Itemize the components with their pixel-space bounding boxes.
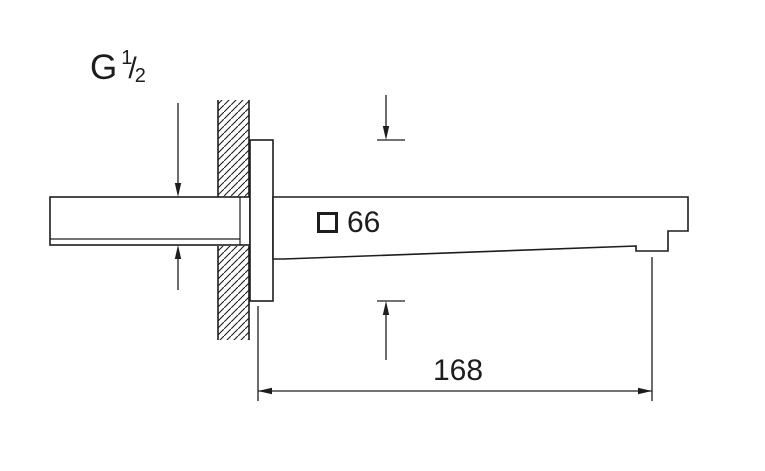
dim-thread bbox=[174, 103, 182, 290]
projection-length-label: 168 bbox=[432, 354, 484, 387]
thread-letter: G bbox=[90, 48, 118, 87]
pipe-body bbox=[49, 196, 251, 246]
wall-section bbox=[217, 100, 250, 340]
spout-body bbox=[272, 196, 689, 260]
wall-flange bbox=[249, 139, 274, 302]
down-arrowhead bbox=[382, 126, 390, 140]
flange-plate bbox=[249, 139, 274, 302]
fraction-slash: / bbox=[128, 52, 137, 85]
plate-size-label: 66 bbox=[347, 206, 381, 239]
up-arrowhead bbox=[174, 245, 182, 259]
thread-size-label: G 1 / 2 bbox=[90, 47, 146, 87]
thread-numerator: 1 bbox=[121, 47, 133, 69]
supply-pipe bbox=[49, 196, 251, 246]
dim-projection bbox=[257, 257, 653, 401]
thread-denominator: 2 bbox=[134, 65, 146, 87]
wall-hatch-lower bbox=[218, 246, 249, 340]
dim-plate bbox=[377, 95, 405, 360]
right-arrowhead bbox=[638, 387, 652, 395]
square-outline-icon bbox=[317, 212, 338, 233]
spout-and-outlet-outline bbox=[272, 196, 689, 260]
wall-hatch-upper bbox=[218, 100, 249, 197]
left-arrowhead bbox=[258, 387, 272, 395]
down-arrowhead bbox=[174, 183, 182, 197]
up-arrowhead bbox=[382, 301, 390, 315]
